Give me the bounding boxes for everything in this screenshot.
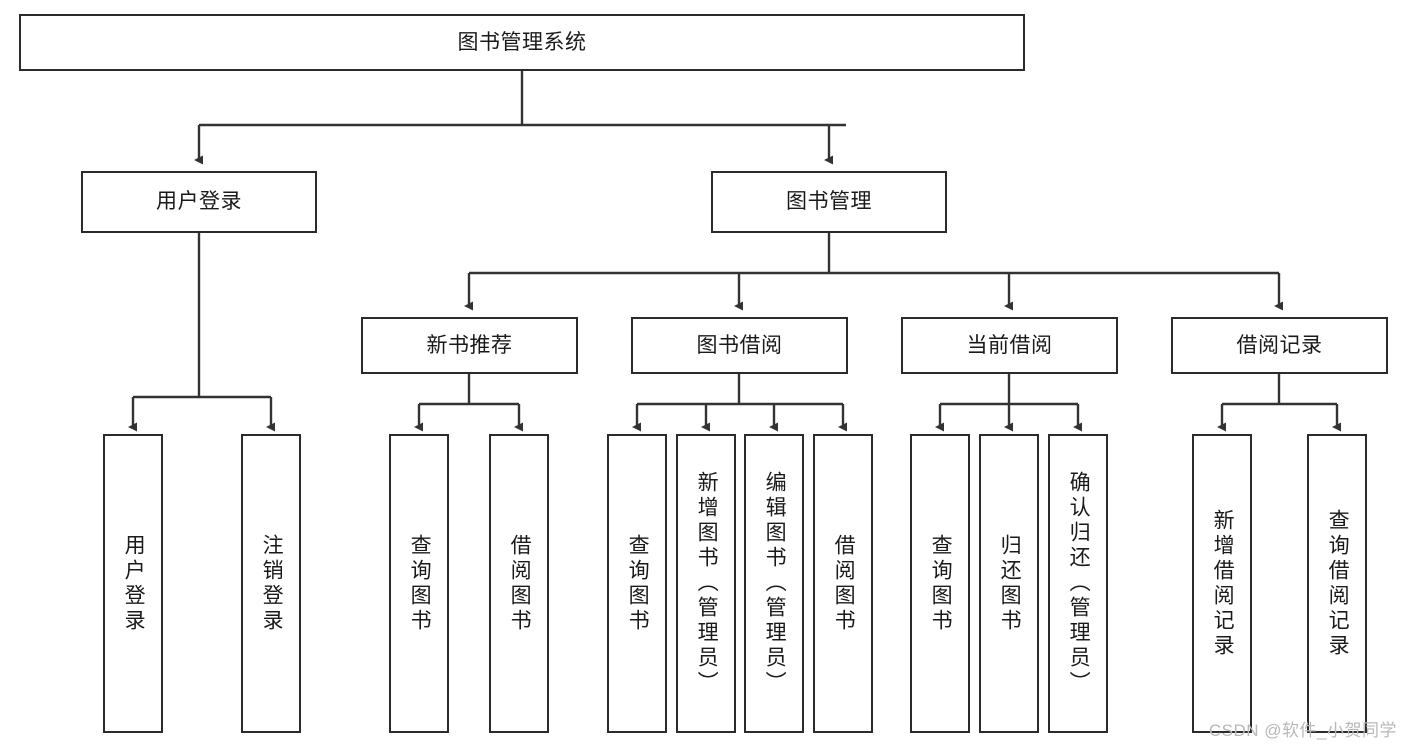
node-label: 图书管理: [786, 190, 872, 214]
node-label: 查询借阅记录: [1326, 508, 1350, 659]
leaf-book-borrow-query-book[interactable]: 查询图书: [607, 434, 667, 733]
node-borrow-record[interactable]: 借阅记录: [1171, 317, 1388, 374]
leaf-current-borrow-confirm-return-admin[interactable]: 确认归还（管理员）: [1048, 434, 1108, 733]
leaf-borrow-record-query-record[interactable]: 查询借阅记录: [1307, 434, 1367, 733]
node-label: 新书推荐: [426, 333, 513, 357]
node-current-borrow[interactable]: 当前借阅: [901, 317, 1118, 374]
leaf-book-borrow-edit-book-admin[interactable]: 编辑图书（管理员）: [744, 434, 804, 733]
leaf-user-login-login[interactable]: 用户登录: [103, 434, 163, 733]
node-label: 查询图书: [929, 533, 953, 634]
node-root-book-management-system[interactable]: 图书管理系统: [19, 14, 1025, 71]
node-book-borrow[interactable]: 图书借阅: [631, 317, 848, 374]
node-label: 编辑图书（管理员）: [763, 471, 787, 696]
node-label: 新增借阅记录: [1211, 508, 1235, 659]
node-label: 归还图书: [998, 533, 1022, 634]
node-label: 查询图书: [408, 533, 432, 634]
leaf-new-book-query-book[interactable]: 查询图书: [389, 434, 449, 733]
csdn-watermark: CSDN @软件_小贺同学: [1208, 721, 1397, 740]
node-label: 用户登录: [156, 190, 242, 214]
node-label: 借阅图书: [508, 533, 532, 634]
leaf-current-borrow-query-book[interactable]: 查询图书: [910, 434, 970, 733]
node-label: 当前借阅: [966, 333, 1053, 357]
node-label: 借阅记录: [1236, 333, 1323, 357]
leaf-current-borrow-return-book[interactable]: 归还图书: [979, 434, 1039, 733]
leaf-new-book-borrow-book[interactable]: 借阅图书: [489, 434, 549, 733]
node-label: 借阅图书: [832, 533, 856, 634]
node-label: 注销登录: [260, 533, 284, 634]
node-label: 用户登录: [122, 533, 146, 634]
node-new-book-recommend[interactable]: 新书推荐: [361, 317, 578, 374]
node-user-login[interactable]: 用户登录: [81, 171, 317, 233]
leaf-book-borrow-add-book-admin[interactable]: 新增图书（管理员）: [676, 434, 736, 733]
leaf-user-login-logout[interactable]: 注销登录: [241, 434, 301, 733]
node-label: 新增图书（管理员）: [695, 471, 719, 696]
leaf-borrow-record-add-record[interactable]: 新增借阅记录: [1192, 434, 1252, 733]
leaf-book-borrow-borrow-book[interactable]: 借阅图书: [813, 434, 873, 733]
node-label: 确认归还（管理员）: [1067, 471, 1091, 696]
node-label: 查询图书: [626, 533, 650, 634]
node-label: 图书管理系统: [457, 30, 587, 54]
node-book-management[interactable]: 图书管理: [711, 171, 947, 233]
node-label: 图书借阅: [696, 333, 783, 357]
